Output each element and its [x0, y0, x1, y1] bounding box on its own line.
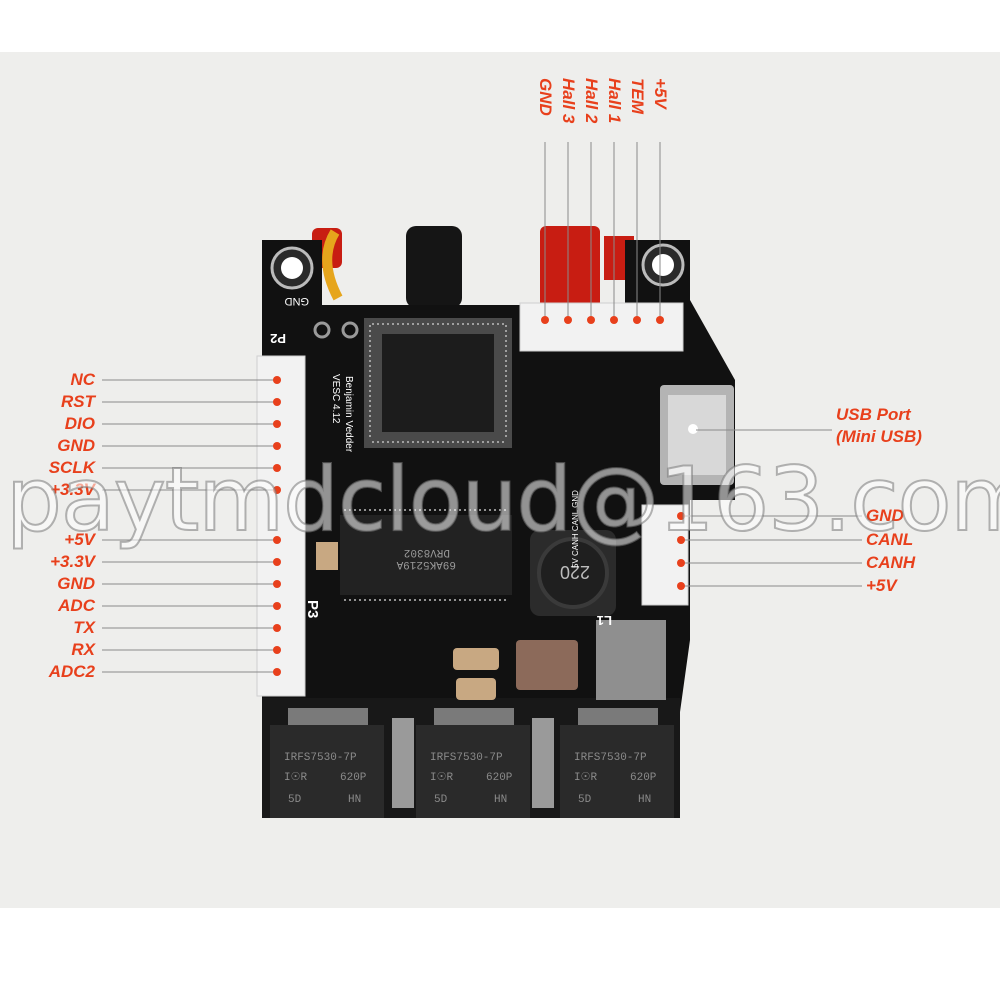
- capacitor: [316, 542, 338, 570]
- mosfet-marking: 620P: [630, 772, 657, 784]
- top-pin-label: GND: [536, 78, 555, 116]
- mosfet-marking: IRFS7530-7P: [430, 752, 503, 764]
- left-pin-label: DIO: [64, 414, 95, 433]
- mosfet-marking: 620P: [486, 772, 513, 784]
- right-pin-label: CANL: [866, 530, 914, 549]
- top-pin-label: Hall 2: [582, 78, 601, 124]
- mosfet: IRFS7530-7P I☉R 620P 5D HN: [560, 708, 674, 818]
- usb-label-line2: (Mini USB): [836, 427, 922, 446]
- top-pin-label: Hall 1: [605, 78, 624, 124]
- silk-author: Benjamin Vedder: [343, 376, 354, 453]
- top-pin-dot: [633, 316, 641, 324]
- left-pin-label: +3.3V: [50, 480, 95, 499]
- inductor-marking: 220: [560, 562, 590, 582]
- left-pin-dot: [273, 536, 281, 544]
- left-pin-dot: [273, 442, 281, 450]
- left-pin-label: TX: [73, 618, 95, 637]
- mosfet-marking: I☉R: [430, 771, 453, 784]
- watermark-text: paytmdcloud@163.com: [5, 447, 1000, 552]
- connector-top: [519, 302, 684, 352]
- left-pin-label: +5V: [64, 530, 95, 549]
- top-pin-dot: [564, 316, 572, 324]
- silk-can: 5V CANH CANL GND: [571, 490, 580, 568]
- left-pin-label: RST: [61, 392, 95, 411]
- top-pin-dot: [610, 316, 618, 324]
- left-pin-dot: [273, 464, 281, 472]
- top-pin-dot: [541, 316, 549, 324]
- left-pin-dot: [273, 668, 281, 676]
- top-pin-dot: [587, 316, 595, 324]
- left-pin-dot: [273, 398, 281, 406]
- right-pin-dot: [677, 582, 685, 590]
- leader-lines: [102, 142, 862, 676]
- top-pin-label: +5V: [651, 78, 670, 109]
- mosfet-marking: HN: [348, 794, 361, 806]
- right-pin-dot: [677, 536, 685, 544]
- top-pin-label: Hall 3: [559, 78, 578, 124]
- capacitor: [453, 648, 499, 670]
- mosfet-marking: 620P: [340, 772, 367, 784]
- connector-p3: [256, 355, 306, 697]
- heat-tab: [532, 718, 554, 808]
- top-pin-dot: [656, 316, 664, 324]
- drv-chip-code: 69AK5219A: [396, 558, 456, 570]
- silk-p3: P3: [304, 600, 321, 618]
- silk-vesc: VESC 4.12: [330, 374, 341, 424]
- mosfet: IRFS7530-7P I☉R 620P 5D HN: [416, 708, 530, 818]
- mosfet-marking: HN: [638, 794, 651, 806]
- mosfet-marking: IRFS7530-7P: [574, 752, 647, 764]
- left-pin-label: ADC: [58, 596, 95, 615]
- right-pin-label: CANH: [866, 553, 916, 572]
- silk-p2: P2: [270, 331, 286, 346]
- usb-port-label: USB Port (Mini USB): [836, 404, 922, 448]
- mosfet-marking: I☉R: [284, 771, 307, 784]
- drv-chip: [340, 509, 512, 601]
- mosfet: IRFS7530-7P I☉R 620P 5D HN: [270, 708, 384, 818]
- left-pin-label: SCLK: [48, 458, 95, 477]
- inductor: [530, 530, 616, 616]
- mosfet-row: IRFS7530-7P I☉R 620P 5D HN IRFS7530-7P I☉R 620P…: [270, 708, 674, 818]
- left-pin-dot: [273, 646, 281, 654]
- left-pin-label: +3.3V: [50, 552, 95, 571]
- left-pin-dot: [273, 558, 281, 566]
- silk-l1: L1: [597, 613, 612, 628]
- left-pin-label: GND: [57, 574, 95, 593]
- right-pin-label: +5V: [866, 576, 897, 595]
- left-pin-label: GND: [57, 436, 95, 455]
- silk-gnd: GND: [285, 295, 310, 307]
- left-pin-dot: [273, 486, 281, 494]
- mcu-chip: [364, 318, 512, 448]
- top-pin-label: TEM: [628, 78, 647, 114]
- left-pin-label: ADC2: [48, 662, 95, 681]
- heat-tab: [392, 718, 414, 808]
- mosfet-marking: 5D: [288, 794, 302, 806]
- mosfet-marking: 5D: [434, 794, 448, 806]
- left-pin-dot: [273, 376, 281, 384]
- right-pin-dot: [677, 559, 685, 567]
- left-pin-dot: [273, 602, 281, 610]
- drv-chip-label: DRV8302: [404, 546, 450, 558]
- usb-label-line1: USB Port: [836, 405, 911, 424]
- capacitor: [456, 678, 496, 700]
- usb-port: [660, 385, 734, 485]
- left-pin-dot: [273, 420, 281, 428]
- left-pin-label: RX: [71, 640, 95, 659]
- right-pin-dot: [677, 512, 685, 520]
- mosfet-marking: I☉R: [574, 771, 597, 784]
- capacitor-large: [516, 640, 578, 690]
- mosfet-marking: 5D: [578, 794, 592, 806]
- right-pin-label: GND: [866, 506, 904, 525]
- left-pin-dot: [273, 624, 281, 632]
- mosfet-marking: HN: [494, 794, 507, 806]
- left-pin-dot: [273, 580, 281, 588]
- pad-area: [596, 620, 666, 700]
- mosfet-marking: IRFS7530-7P: [284, 752, 357, 764]
- left-pin-label: NC: [70, 370, 95, 389]
